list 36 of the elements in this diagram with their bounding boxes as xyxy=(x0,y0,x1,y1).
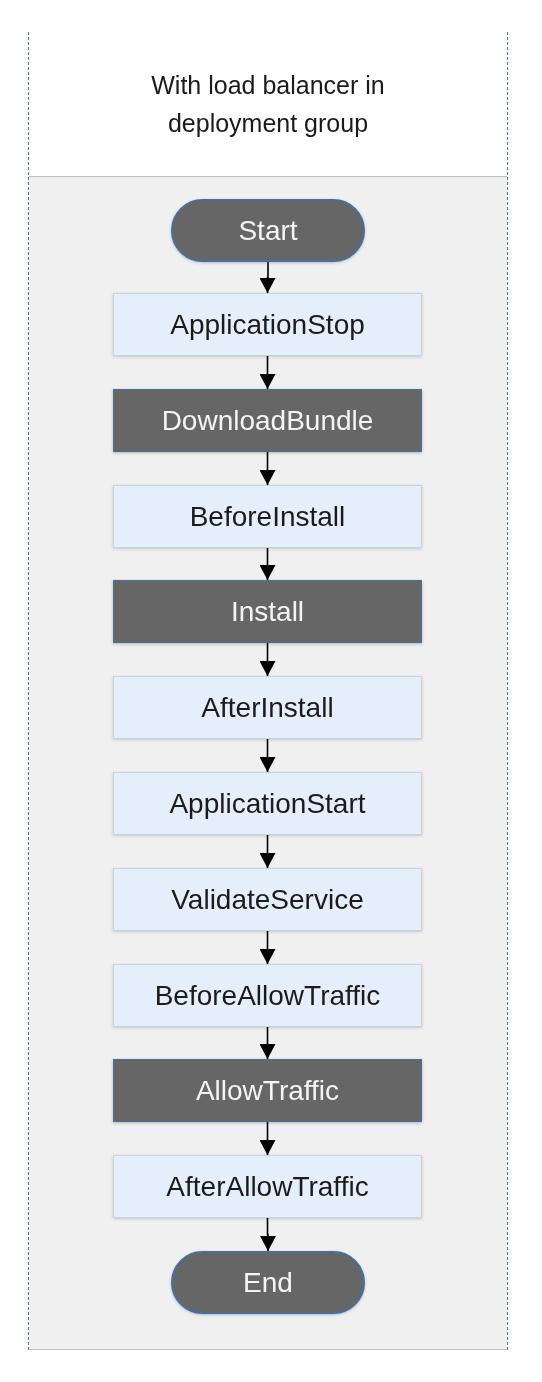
process-box xyxy=(113,293,422,356)
terminator-pill xyxy=(171,1251,365,1314)
arrow xyxy=(259,355,276,390)
step-label: AfterInstall xyxy=(201,690,334,725)
step-label: ApplicationStop xyxy=(170,307,365,342)
arrow xyxy=(259,642,276,677)
lane-heading: With load balancer in deployment group xyxy=(150,70,386,139)
step-label: DownloadBundle xyxy=(161,403,374,438)
arrow xyxy=(259,738,276,773)
step-label: BeforeInstall xyxy=(189,499,346,534)
step-label: AfterAllowTraffic xyxy=(166,1169,369,1204)
arrow xyxy=(259,1026,276,1060)
arrow xyxy=(259,261,276,294)
arrow xyxy=(259,1121,276,1156)
arrow xyxy=(260,1217,276,1252)
step-label: End xyxy=(243,1265,293,1300)
step-label: BeforeAllowTraffic xyxy=(154,978,381,1013)
process-box xyxy=(113,964,422,1027)
highlighted-process-box xyxy=(113,389,422,452)
terminator-pill xyxy=(171,199,365,262)
arrow xyxy=(259,834,276,869)
highlighted-process-box xyxy=(113,580,422,643)
step-label: AllowTraffic xyxy=(195,1073,340,1108)
step-label: ValidateService xyxy=(171,882,364,917)
arrow xyxy=(259,930,276,965)
highlighted-process-box xyxy=(113,1059,422,1122)
step-label: Install xyxy=(230,594,305,629)
process-box xyxy=(113,868,422,931)
process-box xyxy=(113,1155,422,1218)
process-box xyxy=(113,485,422,548)
process-box xyxy=(113,772,422,835)
arrow xyxy=(259,451,276,486)
process-box xyxy=(113,676,422,739)
arrow xyxy=(259,547,276,581)
step-label: Start xyxy=(238,213,298,248)
step-label: ApplicationStart xyxy=(169,786,366,821)
